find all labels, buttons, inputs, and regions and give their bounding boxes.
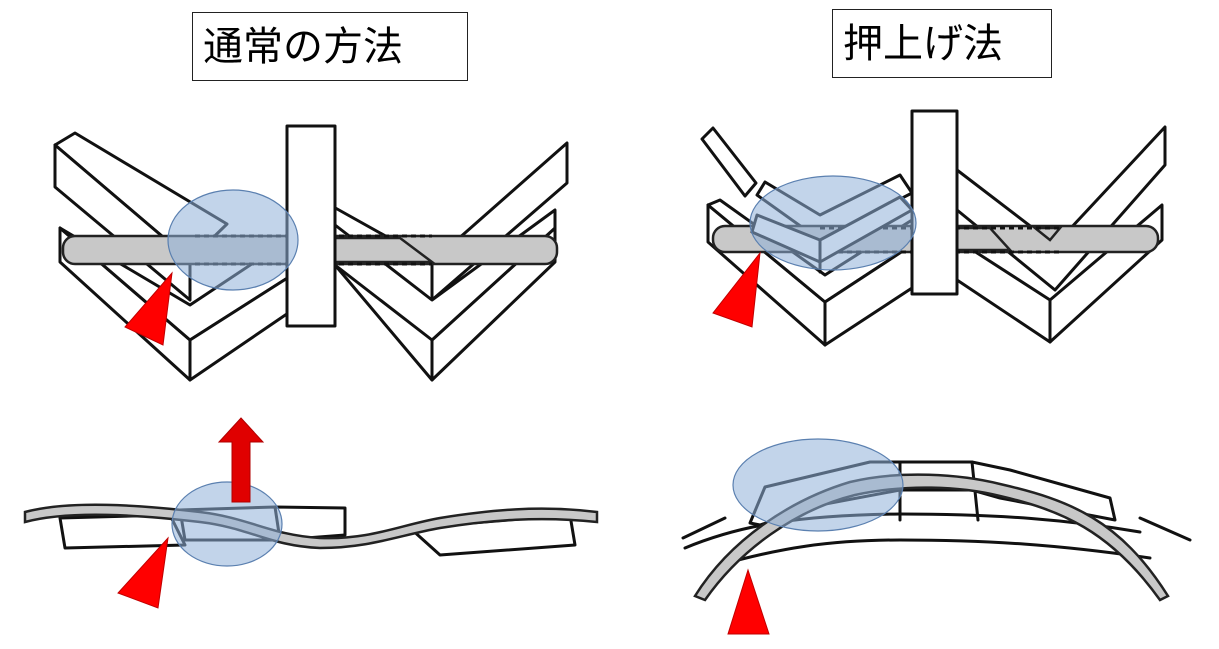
right-side-red-pointer xyxy=(727,568,770,635)
right-top-highlight-ellipse xyxy=(749,175,917,271)
left-up-arrow xyxy=(217,417,265,503)
left-top-red-pointer xyxy=(124,271,173,346)
title-normal-method: 通常の方法 xyxy=(192,12,468,81)
right-side-highlight-ellipse xyxy=(732,438,904,532)
left-side-red-pointer xyxy=(117,536,169,609)
title-push-up-method: 押上げ法 xyxy=(832,9,1052,78)
right-side-right-tick xyxy=(1138,516,1192,542)
push-up-method-side-view xyxy=(681,438,1192,635)
right-side-left-tick xyxy=(681,516,727,540)
normal-method-3d-view xyxy=(53,124,569,382)
left-top-highlight-ellipse xyxy=(167,189,299,291)
left-side-highlight-ellipse xyxy=(171,481,283,567)
right-top-red-pointer xyxy=(712,251,761,328)
right-side-arch-inner xyxy=(718,538,1152,567)
push-up-method-3d-view xyxy=(700,109,1167,347)
right-vertical-post xyxy=(910,109,959,296)
normal-method-side-view xyxy=(23,417,599,609)
right-detached-piece xyxy=(700,126,758,198)
